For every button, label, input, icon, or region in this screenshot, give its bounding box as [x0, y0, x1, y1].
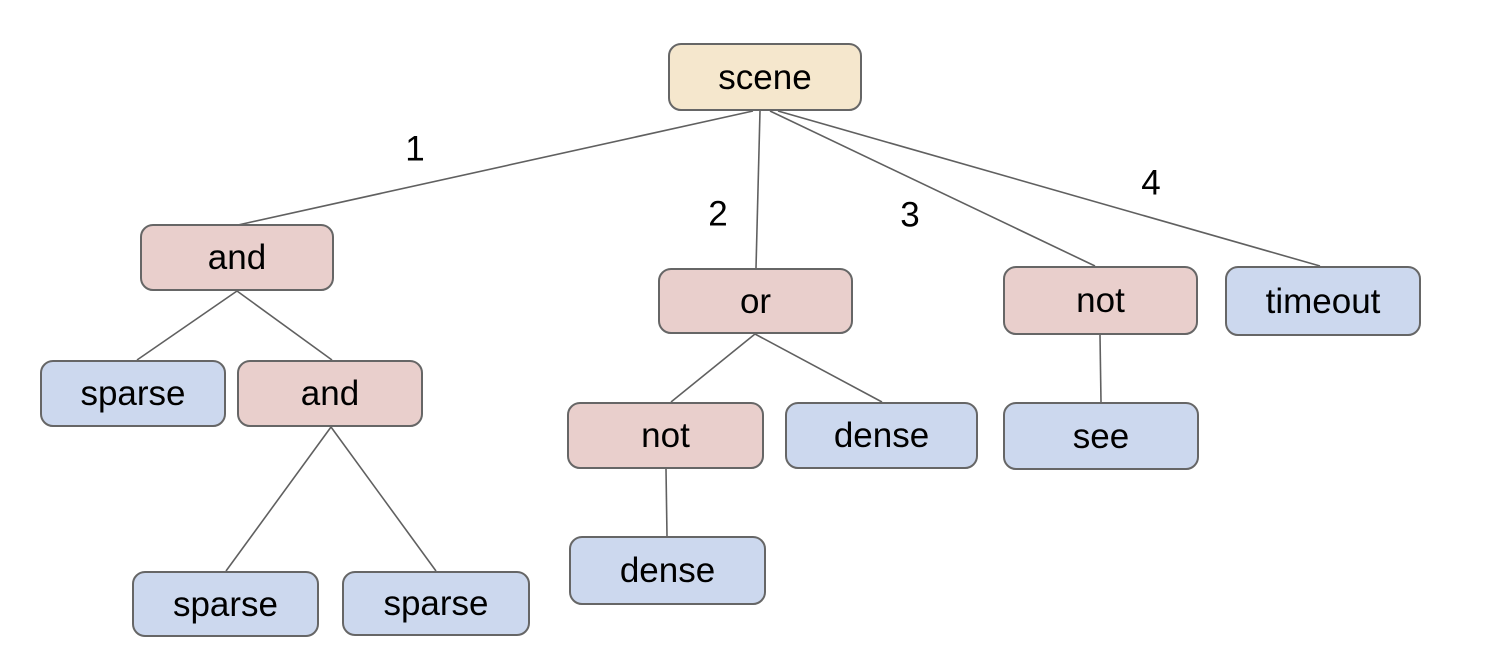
node-or-1-label: or [739, 281, 772, 321]
node-and-2: and [237, 360, 423, 427]
node-and-1: and [140, 224, 334, 291]
node-not-1: not [1003, 266, 1198, 335]
edge-and-and [236, 290, 333, 361]
node-not-2-label: not [641, 416, 690, 455]
node-and-2-label: and [300, 374, 360, 413]
edge-label-3: 3 [900, 195, 920, 235]
edge-and2-sparse-right [330, 426, 437, 572]
node-and-1-label: and [207, 238, 267, 277]
node-not-2: not [567, 402, 764, 469]
edge-label-2: 2 [708, 194, 728, 234]
edge-or-dense [754, 333, 883, 403]
edge-label-4: 4 [1141, 163, 1161, 203]
node-scene: scene [668, 43, 862, 111]
edge-not-see [1099, 334, 1102, 403]
edge-and-sparse [136, 290, 238, 361]
edge-scene-timeout [777, 110, 1321, 267]
node-sparse-1: sparse [40, 360, 226, 427]
edge-or-not [670, 333, 756, 403]
node-dense-1: dense [785, 402, 978, 469]
edge-scene-and [237, 110, 754, 226]
node-timeout-1: timeout [1225, 266, 1421, 336]
edge-label-1: 1 [405, 129, 425, 169]
node-sparse-3: sparse [342, 571, 530, 636]
node-see-1: see [1003, 402, 1199, 470]
node-sparse-1-label: sparse [80, 374, 186, 413]
node-scene-label: scene [718, 57, 812, 97]
node-see-1-label: see [1072, 416, 1130, 456]
node-dense-2: dense [569, 536, 766, 605]
node-or-1: or [658, 268, 853, 334]
node-dense-2-label: dense [619, 551, 716, 590]
node-timeout-1-label: timeout [1265, 281, 1381, 321]
edge-scene-not [769, 110, 1096, 267]
node-not-1-label: not [1076, 281, 1125, 320]
node-dense-1-label: dense [833, 416, 930, 455]
node-sparse-2-label: sparse [172, 584, 279, 624]
node-sparse-3-label: sparse [383, 584, 489, 623]
edge-scene-or [755, 110, 761, 269]
edge-not2-dense [665, 468, 668, 537]
edge-and2-sparse-left [225, 426, 332, 572]
node-sparse-2: sparse [132, 571, 319, 637]
